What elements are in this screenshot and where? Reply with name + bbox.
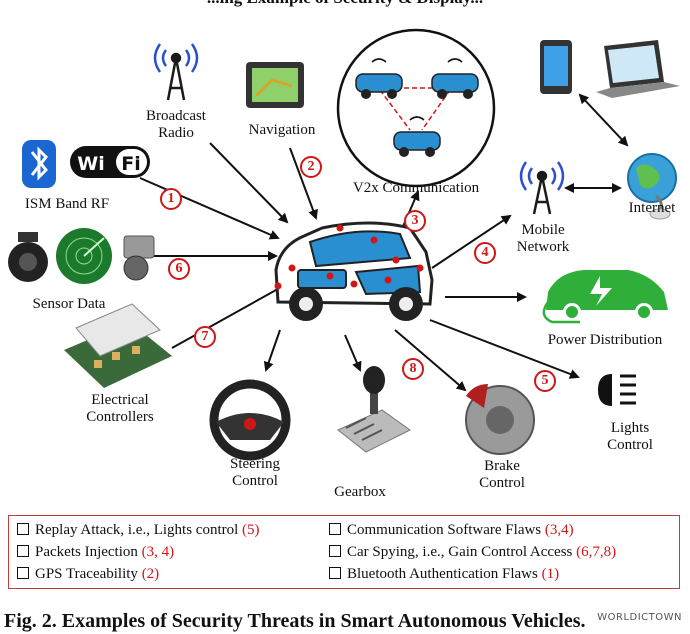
- headlight-icon: [598, 374, 636, 406]
- v2x-car-2-icon: [431, 73, 479, 99]
- arrow-devices-internet: [578, 93, 629, 147]
- mobile-tower-icon: [519, 161, 565, 215]
- electric-car-icon: [542, 270, 668, 324]
- gearbox-icon: [337, 366, 411, 453]
- threat-badge-6: 6: [168, 258, 190, 280]
- checkbox-icon: [17, 523, 29, 535]
- arrow-gearbox: [344, 334, 362, 372]
- wifi-text-left: Wi: [77, 153, 104, 175]
- v2x-car-1-icon: [355, 73, 403, 99]
- globe-icon: [627, 153, 677, 220]
- threat-badge-5: 5: [534, 370, 556, 392]
- arrow-ism: [139, 177, 280, 240]
- wifi-logo-icon: Wi Fi: [70, 146, 150, 178]
- cropped-title: ...ing Example of Security & Display...: [0, 0, 690, 8]
- threat-badge-4: 4: [474, 242, 496, 264]
- smartphone-icon: [540, 40, 572, 94]
- legend-item-gps: GPS Traceability (2): [17, 566, 159, 583]
- brake-disc-icon: [465, 384, 535, 455]
- threat-badge-1: 1: [160, 188, 182, 210]
- threat-legend: Replay Attack, i.e., Lights control (5) …: [8, 515, 680, 589]
- threat-diagram: Wi Fi: [8, 28, 680, 461]
- checkbox-icon: [329, 523, 341, 535]
- connection-arrows: [139, 93, 629, 392]
- arrow-navigation: [289, 147, 318, 220]
- label-power-distribution: Power Distribution: [547, 332, 663, 348]
- label-internet: Internet: [628, 200, 676, 216]
- broadcast-tower-icon: [153, 43, 199, 101]
- figure-caption: Fig. 2. Examples of Security Threats in …: [4, 610, 586, 632]
- checkbox-icon: [329, 567, 341, 579]
- arrow-broadcast: [209, 142, 289, 224]
- radar-icon: [56, 228, 112, 284]
- legend-item-bluetooth: Bluetooth Authentication Flaws (1): [329, 566, 559, 583]
- ultrasonic-sensor-icon: [123, 235, 155, 281]
- circuit-board-icon: [64, 303, 172, 388]
- arrow-mobile: [431, 214, 512, 269]
- wifi-text-right: Fi: [121, 153, 141, 175]
- threat-badge-7: 7: [194, 326, 216, 348]
- central-car-icon: [274, 221, 434, 321]
- checkbox-icon: [17, 545, 29, 557]
- label-ism-band: ISM Band RF: [24, 196, 110, 212]
- legend-item-software-flaws: Communication Software Flaws (3,4): [329, 522, 574, 539]
- steering-wheel-icon: [209, 379, 291, 461]
- arrow-steering: [263, 329, 281, 372]
- watermark: WORLDICTOWN: [597, 612, 682, 623]
- label-navigation: Navigation: [248, 122, 316, 138]
- arrow-brake: [394, 329, 467, 392]
- threat-badge-8: 8: [402, 358, 424, 380]
- threat-badge-2: 2: [300, 156, 322, 178]
- label-sensor-data: Sensor Data: [32, 296, 106, 312]
- label-v2x: V2x Communication: [352, 180, 480, 196]
- legend-item-car-spying: Car Spying, i.e., Gain Control Access (6…: [329, 544, 616, 561]
- arrow-lights: [429, 319, 580, 379]
- threat-badge-3: 3: [404, 210, 426, 232]
- dashcam-icon: [8, 232, 48, 282]
- checkbox-icon: [17, 567, 29, 579]
- laptop-icon: [596, 40, 680, 98]
- navigation-gps-icon: [246, 62, 304, 108]
- v2x-cluster-icon: [336, 28, 496, 188]
- bluetooth-icon: [22, 140, 56, 188]
- legend-item-injection: Packets Injection (3, 4): [17, 544, 174, 561]
- legend-item-replay: Replay Attack, i.e., Lights control (5): [17, 522, 260, 539]
- checkbox-icon: [329, 545, 341, 557]
- label-gearbox: Gearbox: [334, 484, 386, 500]
- v2x-car-3-icon: [393, 131, 441, 157]
- arrow-electrical: [171, 284, 287, 349]
